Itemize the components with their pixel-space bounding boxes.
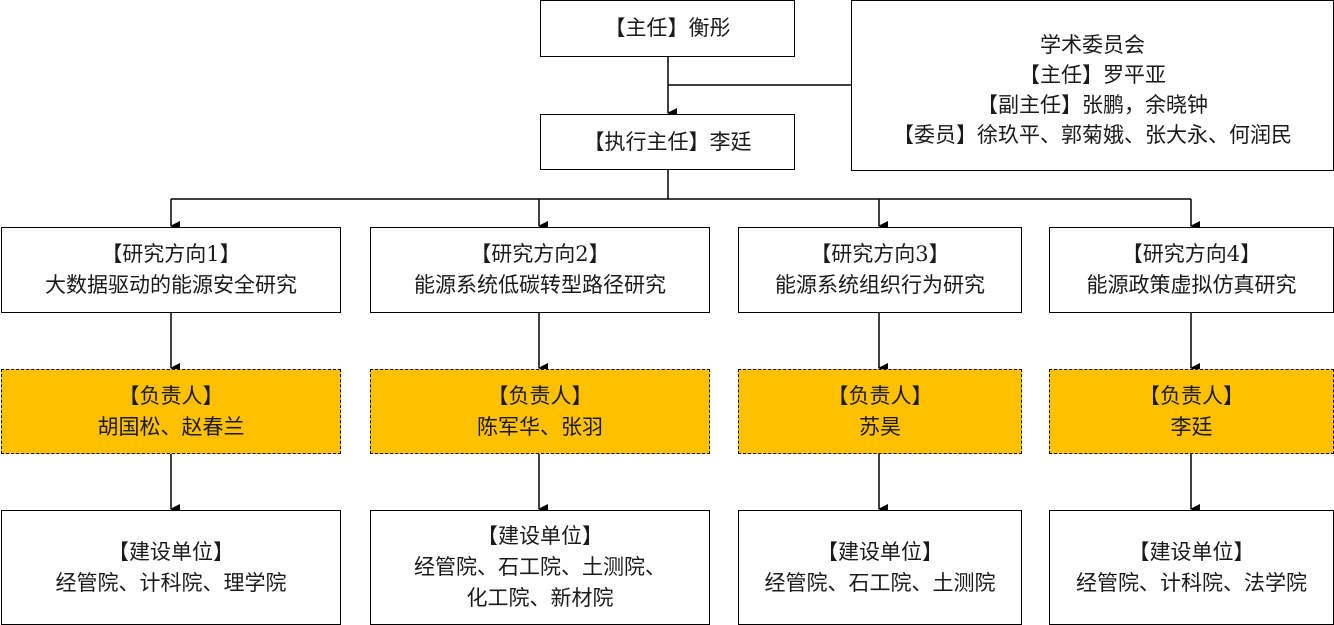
lead-heading: 【负责人】 — [827, 383, 933, 408]
research-direction-2: 【研究方向2】 能源系统低碳转型路径研究 — [370, 227, 710, 313]
units-line: 经管院、石工院、土测院 — [764, 570, 996, 595]
units-box-3: 【建设单位】 经管院、石工院、土测院 — [738, 510, 1022, 625]
units-box-2: 【建设单位】 经管院、石工院、土测院、 化工院、新材院 — [370, 510, 710, 625]
committee-vice-chair: 【副主任】张鹏，余晓钟 — [977, 92, 1208, 117]
lead-heading: 【负责人】 — [1139, 383, 1244, 408]
executive-director-label: 【执行主任】李廷 — [583, 129, 752, 154]
units-line: 经管院、石工院、土测院、 — [414, 555, 666, 579]
lead-names: 苏昊 — [859, 414, 901, 439]
committee-title: 学术委员会 — [1040, 32, 1145, 57]
lead-box-2: 【负责人】 陈军华、张羽 — [370, 369, 710, 454]
direction-topic: 大数据驱动的能源安全研究 — [45, 273, 297, 297]
research-direction-1: 【研究方向1】 大数据驱动的能源安全研究 — [1, 227, 341, 313]
research-direction-3: 【研究方向3】 能源系统组织行为研究 — [738, 227, 1022, 313]
direction-topic: 能源系统组织行为研究 — [775, 273, 985, 297]
director-box: 【主任】衡彤 — [540, 0, 795, 57]
units-line: 经管院、计科院、理学院 — [55, 570, 287, 595]
academic-committee-box: 学术委员会 【主任】罗平亚 【副主任】张鹏，余晓钟 【委员】徐玖平、郭菊娥、张大… — [851, 0, 1334, 171]
direction-heading: 【研究方向3】 — [810, 242, 950, 266]
units-heading: 【建设单位】 — [477, 524, 603, 548]
direction-heading: 【研究方向4】 — [1121, 242, 1262, 266]
director-label: 【主任】衡彤 — [604, 16, 731, 40]
units-box-1: 【建设单位】 经管院、计科院、理学院 — [1, 510, 341, 625]
lead-box-1: 【负责人】 胡国松、赵春兰 — [1, 369, 341, 454]
units-heading: 【建设单位】 — [108, 539, 234, 564]
units-box-4: 【建设单位】 经管院、计科院、法学院 — [1049, 510, 1334, 625]
direction-heading: 【研究方向2】 — [470, 242, 610, 266]
direction-heading: 【研究方向1】 — [101, 242, 241, 266]
lead-heading: 【负责人】 — [118, 383, 224, 408]
units-line: 化工院、新材院 — [466, 586, 614, 610]
units-heading: 【建设单位】 — [817, 539, 943, 564]
lead-names: 胡国松、赵春兰 — [97, 414, 245, 439]
direction-topic: 能源政策虚拟仿真研究 — [1086, 273, 1297, 297]
committee-chair: 【主任】罗平亚 — [1019, 62, 1166, 87]
lead-heading: 【负责人】 — [487, 383, 593, 408]
direction-topic: 能源系统低碳转型路径研究 — [414, 273, 666, 297]
lead-names: 陈军华、张羽 — [477, 414, 603, 439]
units-line: 经管院、计科院、法学院 — [1076, 570, 1307, 595]
research-direction-4: 【研究方向4】 能源政策虚拟仿真研究 — [1049, 227, 1334, 313]
executive-director-box: 【执行主任】李廷 — [540, 114, 795, 170]
lead-box-4: 【负责人】 李廷 — [1049, 369, 1334, 454]
lead-box-3: 【负责人】 苏昊 — [738, 369, 1022, 454]
units-heading: 【建设单位】 — [1128, 539, 1255, 564]
committee-members: 【委员】徐玖平、郭菊娥、张大永、何润民 — [893, 122, 1292, 147]
lead-names: 李廷 — [1170, 414, 1213, 439]
